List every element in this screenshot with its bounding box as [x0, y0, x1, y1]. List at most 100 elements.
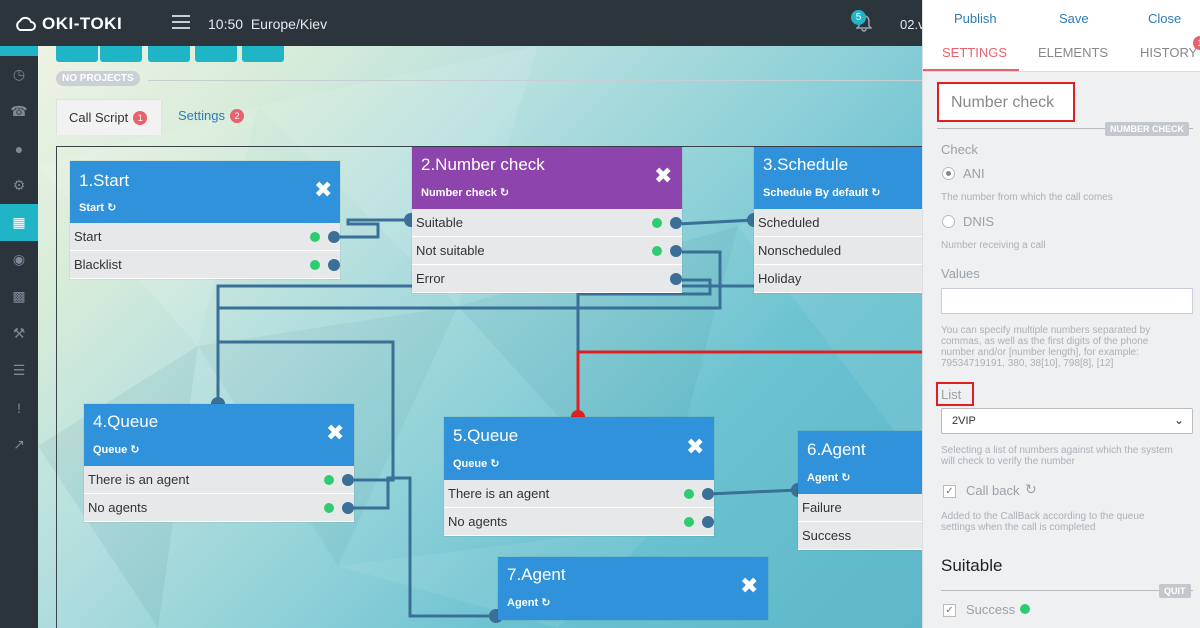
- node-schedule-title: 3.Schedule: [763, 155, 849, 174]
- values-help-1: You can specify multiple numbers separat…: [941, 325, 1151, 336]
- list-item[interactable]: Not suitable: [412, 237, 682, 265]
- no-projects-badge[interactable]: NO PROJECTS: [56, 71, 140, 86]
- clock-time: 10:50: [208, 16, 244, 32]
- clock: 10:50 Europe/Kiev: [208, 16, 327, 32]
- chat-icon[interactable]: ●: [14, 140, 24, 157]
- list-item[interactable]: Holiday: [754, 265, 922, 293]
- close-icon[interactable]: ✖: [326, 420, 345, 445]
- chevron-down-icon: ⌄: [1173, 413, 1184, 427]
- tab-call-script-label: Call Script: [69, 110, 129, 125]
- success-dot: [1020, 604, 1030, 614]
- callback-help-2: settings when the call is completed: [941, 522, 1096, 533]
- callback-checkbox[interactable]: ✓: [943, 485, 956, 498]
- wrench-icon[interactable]: ⚒: [12, 325, 26, 341]
- list-item[interactable]: There is an agent: [84, 466, 354, 494]
- user-name[interactable]: 02.v: [900, 17, 925, 32]
- close-icon[interactable]: ✖: [686, 434, 705, 459]
- divider: [148, 80, 922, 81]
- list-item[interactable]: No agents: [84, 494, 354, 522]
- node-agent-7-sub-label: Agent: [507, 597, 539, 609]
- success-checkbox[interactable]: ✓: [943, 604, 956, 617]
- connectors: [211, 213, 922, 623]
- panel-body: [923, 72, 1200, 628]
- node-schedule[interactable]: 3.Schedule Schedule By default ↻ Schedul…: [754, 147, 922, 293]
- node-agent-7[interactable]: 7.Agent Agent ↻ ✖: [498, 557, 768, 620]
- node-agent-6-row-1: Failure: [802, 500, 842, 515]
- node-queue-4[interactable]: 4.Queue Queue ↻ ✖ There is an agent No a…: [84, 404, 354, 522]
- list-item[interactable]: Success: [798, 522, 922, 550]
- node-agent-6[interactable]: 6.Agent Agent ↻ Failure Success: [798, 431, 922, 550]
- refresh-icon[interactable]: ↻: [1025, 481, 1037, 497]
- list-item[interactable]: Scheduled: [754, 209, 922, 237]
- list-item[interactable]: Failure: [798, 494, 922, 522]
- close-icon[interactable]: ✖: [740, 573, 759, 598]
- list-item[interactable]: No agents: [444, 508, 714, 536]
- list-item[interactable]: Start: [70, 223, 340, 251]
- notification-badge: 5: [851, 10, 866, 25]
- list-item[interactable]: Error: [412, 265, 682, 293]
- list-item[interactable]: Blacklist: [70, 251, 340, 279]
- list-item[interactable]: Nonscheduled: [754, 237, 922, 265]
- node-number-check-sub: Number check ↻: [421, 187, 510, 199]
- element-name-input[interactable]: Number check: [937, 82, 1075, 122]
- values-help-2: commas, as well as the first digits of t…: [941, 336, 1149, 347]
- node-schedule-sub-label: Schedule By default: [763, 187, 869, 199]
- node-start-sub: Start ↻: [79, 202, 117, 214]
- ani-label: ANI: [963, 166, 985, 181]
- list-item[interactable]: Suitable: [412, 209, 682, 237]
- node-schedule-row-3: Holiday: [758, 271, 802, 286]
- node-agent-7-title: 7.Agent: [507, 565, 566, 584]
- element-type-tag: NUMBER CHECK: [1105, 122, 1189, 136]
- toggle-icon[interactable]: ◉: [12, 251, 26, 267]
- top-bar: OKI-TOKI 10:50 Europe/Kiev 5 02.v: [0, 0, 925, 46]
- ani-radio[interactable]: [942, 167, 955, 180]
- node-queue-4-row-2: No agents: [88, 500, 148, 515]
- node-queue-5-title: 5.Queue: [453, 426, 519, 445]
- node-queue-5-row-2: No agents: [448, 514, 508, 529]
- list-select[interactable]: 2VIP⌄: [941, 408, 1193, 434]
- tool-phone-button[interactable]: [56, 46, 98, 62]
- tab-settings-panel[interactable]: SETTINGS: [942, 45, 1008, 60]
- values-input[interactable]: [941, 288, 1193, 314]
- phone-icon[interactable]: ☎: [10, 103, 28, 119]
- close-icon[interactable]: ✖: [314, 177, 333, 202]
- gears-icon[interactable]: ⚙: [12, 177, 26, 193]
- node-agent-6-row-2: Success: [802, 528, 852, 543]
- list-label: List: [941, 387, 962, 402]
- tab-elements[interactable]: ELEMENTS: [1038, 45, 1109, 60]
- tool-redirect-button[interactable]: [148, 46, 190, 62]
- bar-chart-icon[interactable]: ▩: [12, 288, 26, 304]
- node-number-check[interactable]: 2.Number check Number check ↻ ✖ Suitable…: [412, 147, 682, 293]
- line-chart-icon[interactable]: ↗: [13, 436, 25, 452]
- tool-copy-button[interactable]: [242, 46, 284, 62]
- close-button[interactable]: Close: [1148, 11, 1182, 26]
- grid-icon[interactable]: ▦: [0, 204, 38, 241]
- clock-icon[interactable]: ◷: [12, 66, 26, 82]
- save-button[interactable]: Save: [1059, 11, 1089, 26]
- quit-tag: QUIT: [1159, 584, 1191, 598]
- values-help-4: 79534719191, 380, 38[10], 798[8], [12]: [941, 358, 1114, 369]
- logo[interactable]: OKI-TOKI: [14, 14, 122, 34]
- node-schedule-row-2: Nonscheduled: [758, 243, 842, 258]
- publish-button[interactable]: Publish: [954, 11, 997, 26]
- node-schedule-sub: Schedule By default ↻: [763, 187, 881, 199]
- list-item[interactable]: There is an agent: [444, 480, 714, 508]
- node-queue-5[interactable]: 5.Queue Queue ↻ ✖ There is an agent No a…: [444, 417, 714, 536]
- dnis-radio[interactable]: [942, 215, 955, 228]
- menu-icon[interactable]: [172, 15, 190, 29]
- close-icon[interactable]: ✖: [654, 163, 673, 188]
- list-help-1: Selecting a list of numbers against whic…: [941, 445, 1173, 456]
- clock-timezone: Europe/Kiev: [250, 16, 328, 32]
- tool-group-button[interactable]: [100, 46, 142, 62]
- tool-calc-button[interactable]: [195, 46, 237, 62]
- logo-text: OKI-TOKI: [42, 14, 123, 33]
- tab-history[interactable]: HISTORY: [1140, 45, 1198, 60]
- node-number-check-row-1: Suitable: [416, 215, 463, 230]
- tab-settings-badge: 2: [229, 109, 244, 123]
- node-start[interactable]: 1.Start Start ↻ ✖ Start Blacklist: [70, 161, 340, 279]
- alert-icon[interactable]: !: [17, 399, 21, 416]
- list-icon[interactable]: ☰: [12, 362, 26, 378]
